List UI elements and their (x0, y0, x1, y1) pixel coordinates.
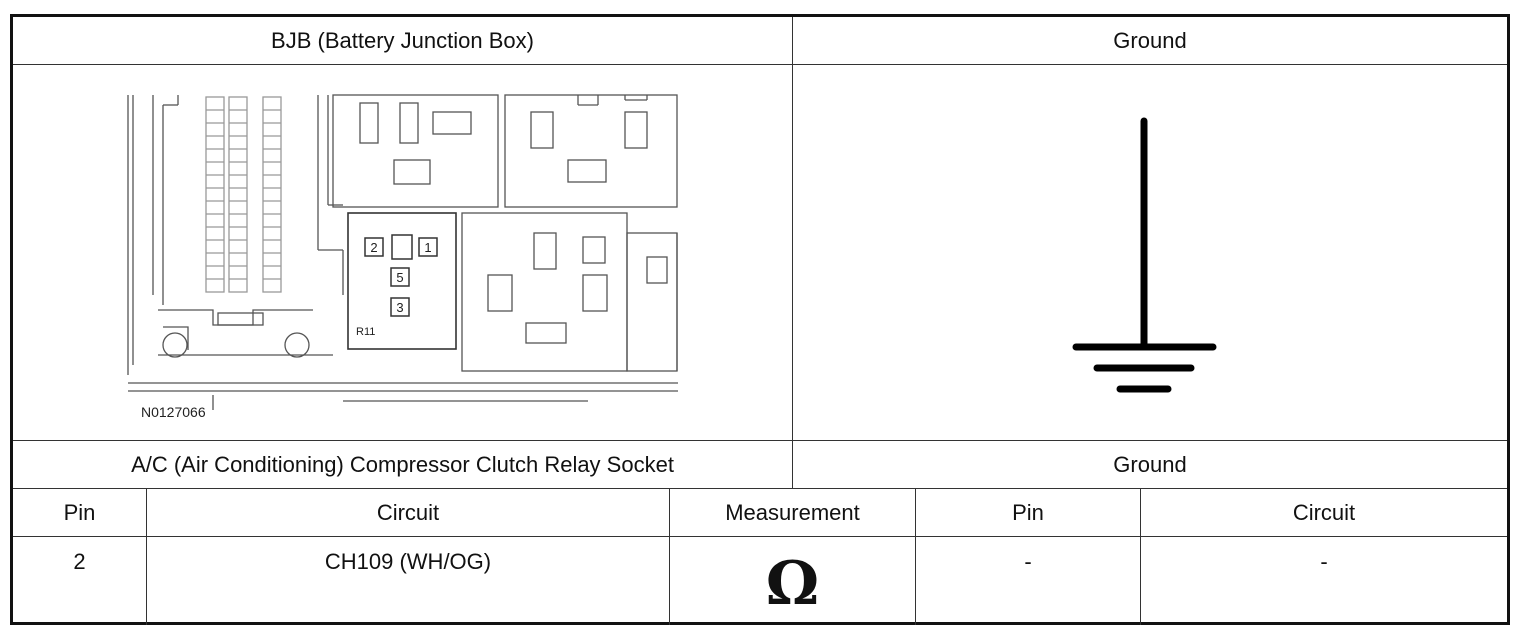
relay-pin-2: 2 (370, 240, 377, 255)
col-measurement: Measurement (725, 499, 860, 525)
bjb-diagram: 2 1 5 3 R11 N0127066 (13, 65, 792, 440)
col-circuit: Circuit (376, 499, 440, 525)
figure-id: N0127066 (141, 404, 206, 420)
ground-header: Ground (1113, 27, 1187, 53)
relay-socket-header: A/C (Air Conditioning) Compressor Clutch… (131, 451, 674, 477)
col-pin: Pin (63, 499, 96, 525)
col-ground-circuit: Circuit (1292, 499, 1356, 525)
ground-symbol-icon (793, 65, 1507, 440)
pinout-table: BJB (Battery Junction Box) Ground (10, 14, 1510, 625)
relay-pin-1: 1 (424, 240, 431, 255)
table-row-ground-circuit: - (1320, 549, 1328, 574)
relay-label: R11 (356, 326, 375, 338)
relay-pin-3: 3 (396, 300, 403, 315)
ohm-symbol-icon: Ω (765, 549, 820, 619)
relay-pin-5: 5 (396, 270, 403, 285)
ground-subheader: Ground (1113, 451, 1187, 477)
col-ground-pin: Pin (1012, 499, 1044, 525)
table-row-circuit: CH109 (WH/OG) (324, 549, 492, 574)
table-row-ground-pin: - (1024, 549, 1032, 574)
table-row-pin: 2 (73, 549, 86, 574)
bjb-header: BJB (Battery Junction Box) (271, 27, 534, 53)
